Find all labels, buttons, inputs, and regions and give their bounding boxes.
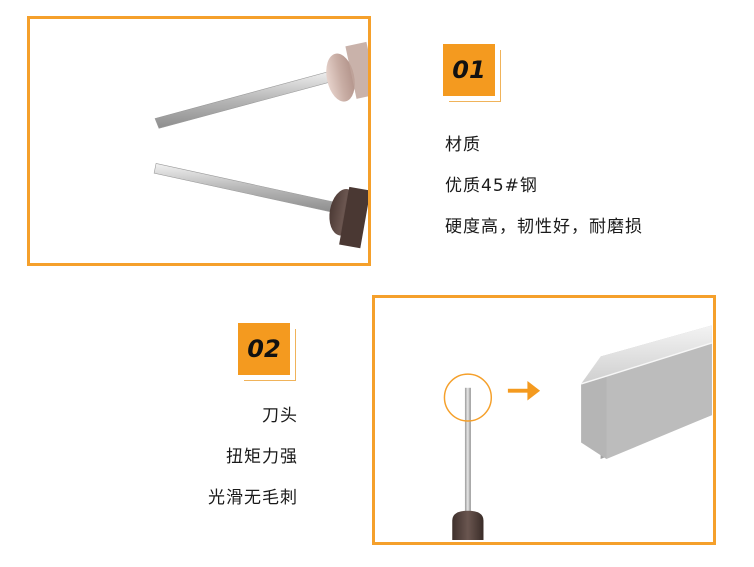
material-heading: 材质 (445, 135, 481, 155)
tip-finish: 光滑无毛刺 (208, 488, 298, 508)
section-number-badge-02: 02 (238, 323, 296, 381)
tip-closeup-illustration (443, 325, 713, 541)
product-photo-shafts (27, 16, 371, 266)
material-properties: 硬度高，韧性好，耐磨损 (445, 217, 643, 237)
material-steel-grade: 优质45#钢 (445, 176, 538, 196)
zoom-circle-icon (443, 373, 493, 422)
material-description: 材质 优质45#钢 硬度高，韧性好，耐磨损 (445, 137, 643, 260)
section-number-01: 01 (443, 44, 495, 96)
product-photo-tip-closeup (372, 295, 716, 545)
section-number-02: 02 (238, 323, 290, 375)
arrow-right-icon (507, 380, 541, 401)
screwdriver-shafts-illustration (153, 41, 368, 249)
tip-torque: 扭矩力强 (226, 447, 298, 467)
tip-heading: 刀头 (262, 406, 298, 426)
tip-description: 刀头 扭矩力强 光滑无毛刺 (180, 408, 298, 531)
section-number-badge-01: 01 (443, 44, 501, 102)
